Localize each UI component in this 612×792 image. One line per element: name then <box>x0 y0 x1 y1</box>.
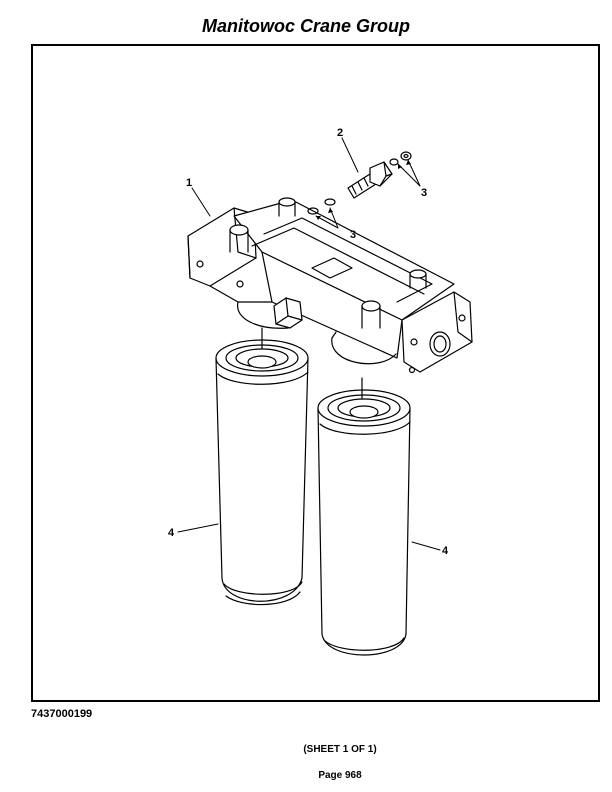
filter-element-left <box>215 327 309 606</box>
leader-lines <box>177 137 441 551</box>
indicator-fitting <box>347 161 393 199</box>
callout-3b: 3 <box>421 187 427 199</box>
drawing-number: 7437000199 <box>31 708 93 720</box>
drawing-frame: 1 2 3 3 4 4 <box>31 44 600 702</box>
callout-3a: 3 <box>350 229 356 241</box>
callout-4a: 4 <box>168 527 175 539</box>
seal-washers <box>307 151 412 215</box>
sheet-label: (SHEET 1 OF 1) <box>303 744 377 755</box>
filter-element-right <box>317 377 411 656</box>
callout-2: 2 <box>337 127 343 139</box>
leader-arrowheads <box>316 160 411 220</box>
page-number: Page 968 <box>318 770 362 781</box>
page-title: Manitowoc Crane Group <box>201 16 410 36</box>
callout-1: 1 <box>186 177 192 189</box>
filter-head-manifold <box>187 197 473 374</box>
parts-illustration: 1 2 3 3 4 4 <box>168 127 473 656</box>
callout-4b: 4 <box>442 545 449 557</box>
